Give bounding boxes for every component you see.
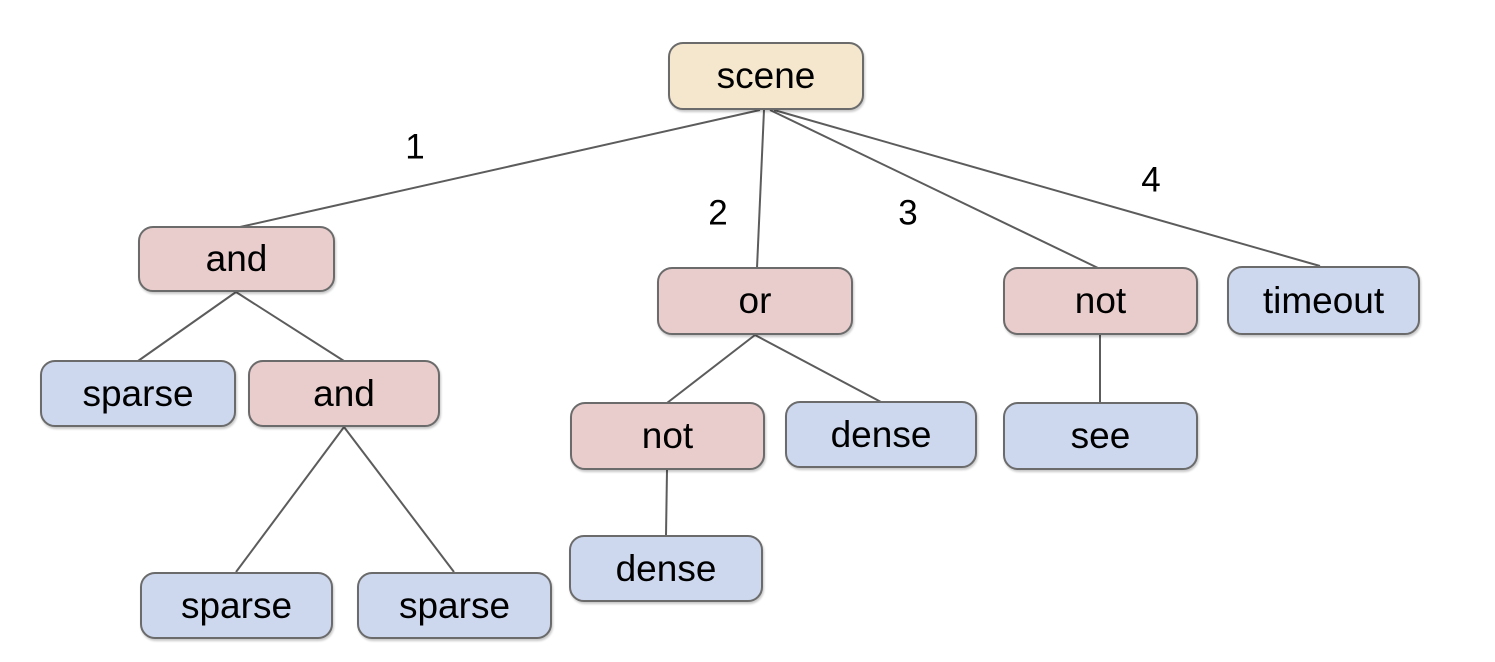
tree-node-label: sparse	[82, 372, 194, 414]
edge-and-1-to-sparse-1	[137, 291, 237, 362]
tree-node-scene: scene	[668, 42, 864, 110]
tree-node-sparse-1: sparse	[40, 360, 236, 427]
tree-node-label: see	[1070, 415, 1131, 456]
tree-node-and-1: and	[138, 226, 335, 292]
edge-or-1-to-not-2	[666, 334, 756, 404]
tree-node-not-1: not	[1003, 267, 1198, 335]
edge-and-2-to-sparse-3	[343, 426, 455, 573]
tree-node-dense-2: dense	[569, 535, 763, 602]
tree-node-or-1: or	[657, 267, 853, 335]
tree-node-timeout-1: timeout	[1227, 266, 1420, 335]
tree-node-label: scene	[716, 55, 816, 96]
tree-node-label: and	[313, 372, 375, 414]
edge-label-3: 3	[898, 193, 918, 233]
tree-node-not-2: not	[570, 402, 765, 470]
tree-node-label: and	[205, 238, 268, 279]
tree-node-see-1: see	[1003, 402, 1198, 470]
tree-node-label: or	[738, 280, 772, 321]
tree-node-and-2: and	[248, 360, 440, 427]
tree-node-label: timeout	[1262, 279, 1385, 321]
tree-node-label: not	[641, 415, 694, 456]
edge-label-4: 4	[1141, 160, 1161, 200]
tree-node-sparse-3: sparse	[357, 572, 552, 639]
tree-node-label: sparse	[398, 584, 511, 626]
edge-label-1: 1	[405, 127, 425, 167]
edge-and-2-to-sparse-2	[235, 426, 345, 573]
tree-node-label: dense	[830, 413, 932, 455]
edge-label-2: 2	[708, 193, 728, 233]
tree-node-label: sparse	[180, 584, 293, 626]
edge-scene-to-not-1	[769, 109, 1099, 269]
edge-and-1-to-and-2	[235, 291, 345, 362]
edge-scene-to-timeout-1	[773, 109, 1321, 267]
tree-node-dense-1: dense	[785, 401, 977, 468]
edge-or-1-to-dense-1	[754, 334, 882, 403]
edge-not-2-to-dense-2	[665, 469, 668, 537]
edge-scene-to-and-1	[239, 109, 761, 228]
tree-node-sparse-2: sparse	[140, 572, 333, 639]
tree-node-label: dense	[615, 547, 717, 589]
edge-scene-to-or-1	[756, 109, 765, 269]
tree-node-label: not	[1074, 280, 1127, 321]
